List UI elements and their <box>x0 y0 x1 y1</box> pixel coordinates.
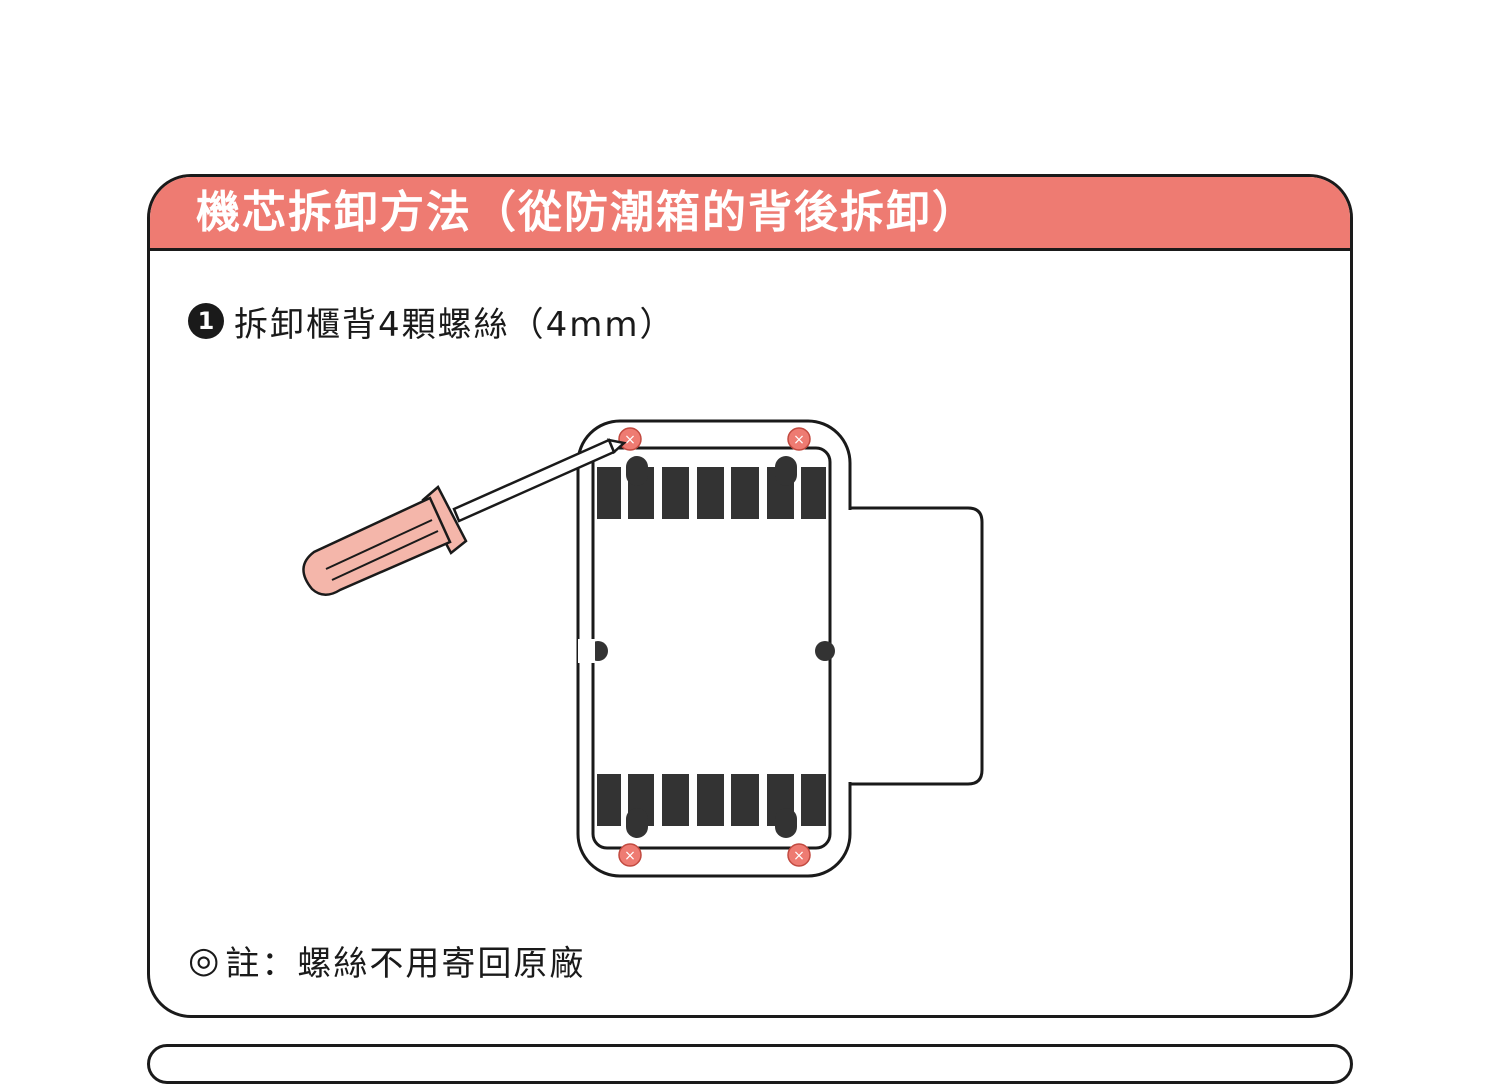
step-1: 1 拆卸櫃背4顆螺絲（4mm） <box>188 301 676 345</box>
card-header: 機芯拆卸方法（從防潮箱的背後拆卸） <box>150 177 1350 251</box>
vent-post <box>626 456 648 486</box>
module-joint <box>848 510 854 782</box>
screw-head <box>618 427 642 451</box>
screw-icon: × <box>787 843 811 867</box>
vent-post <box>626 808 648 838</box>
vent-fin <box>731 774 759 826</box>
vent-fin <box>597 467 621 519</box>
mount-dot-right <box>815 641 835 661</box>
vent-post <box>775 456 797 486</box>
step-text: 拆卸櫃背4顆螺絲（4mm） <box>234 304 676 345</box>
screw-mark: × <box>793 848 805 864</box>
vent-fin <box>801 774 826 826</box>
screw-mark: × <box>624 848 636 864</box>
next-card-edge <box>147 1044 1353 1084</box>
screwdriver-icon <box>302 438 627 596</box>
bottom-vent <box>597 774 826 838</box>
vent-fin <box>697 774 724 826</box>
cabinet-back-diagram: × × × × <box>302 419 984 878</box>
top-vent <box>597 456 826 519</box>
note: ◎ 註：螺絲不用寄回原廠 <box>188 937 586 984</box>
mechanism-module-outline <box>830 506 984 786</box>
handle-groove <box>325 519 433 570</box>
vent-fin <box>697 467 724 519</box>
screw-head <box>787 427 811 451</box>
vent-fin <box>801 467 826 519</box>
note-text: 註：螺絲不用寄回原廠 <box>225 943 586 984</box>
screw-head <box>618 843 642 867</box>
screw-icon: × <box>618 427 642 451</box>
note-mark-icon: ◎ <box>188 939 220 981</box>
vent-fin <box>731 467 759 519</box>
step-number-badge: 1 <box>188 303 224 339</box>
screw-head <box>787 843 811 867</box>
vent-fin <box>662 467 689 519</box>
vent-fin <box>597 774 621 826</box>
mount-dot-mask <box>578 639 595 663</box>
handle-groove <box>331 530 439 581</box>
screw-mark: × <box>624 432 636 448</box>
screwdriver-tip <box>606 438 627 455</box>
vent-post <box>775 808 797 838</box>
card-title: 機芯拆卸方法（從防潮箱的背後拆卸） <box>196 187 978 238</box>
screw-icon: × <box>618 843 642 867</box>
screw-icon: × <box>787 427 811 451</box>
screw-mark: × <box>793 432 805 448</box>
vent-fin <box>662 774 689 826</box>
